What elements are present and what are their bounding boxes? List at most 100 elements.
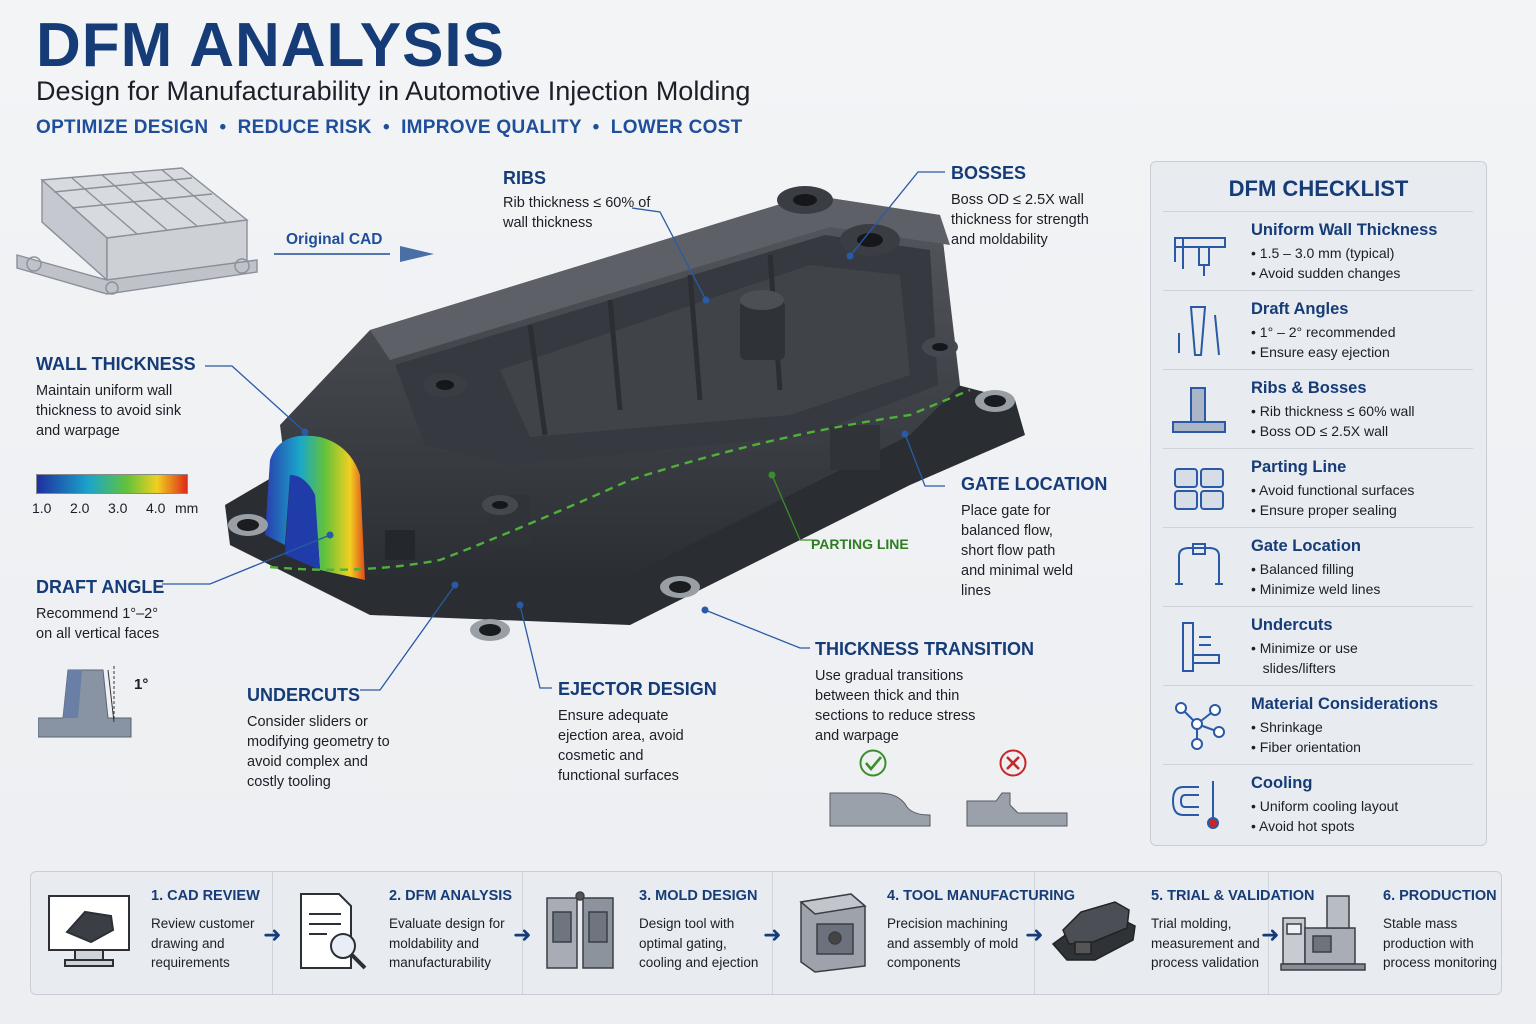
- document-search-icon: [300, 893, 367, 970]
- gate-icon: [1175, 543, 1223, 585]
- process-step-text: Evaluate design for moldability and manu…: [389, 916, 505, 970]
- arrow-right-icon: ➜: [1025, 922, 1044, 947]
- callout-wall-title: WALL THICKNESS: [36, 354, 196, 374]
- rib-icon: [1172, 387, 1226, 433]
- arrow-right-icon: ➜: [1261, 922, 1280, 947]
- tagline: OPTIMIZE DESIGN • REDUCE RISK • IMPROVE …: [36, 117, 743, 138]
- cooling-icon: [1171, 781, 1219, 829]
- undercut-icon: [1182, 622, 1220, 672]
- checklist-item-bullet: • Minimize or use: [1251, 640, 1358, 656]
- process-step-title: 1. CAD REVIEW: [151, 888, 260, 904]
- scale-tick-1: 1.0: [32, 500, 52, 516]
- process-steps-bar: 1. CAD REVIEW Review customer drawing an…: [30, 871, 1502, 995]
- process-step: 2. DFM ANALYSIS Evaluate design for mold…: [273, 872, 531, 994]
- checklist-item-title: Ribs & Bosses: [1251, 379, 1367, 397]
- callout-thickness-transition: THICKNESS TRANSITION Use gradual transit…: [815, 639, 1045, 746]
- checklist-item-bullet: • Avoid sudden changes: [1251, 265, 1401, 281]
- parting-icon: [1174, 468, 1224, 510]
- process-step-title: 5. TRIAL & VALIDATION: [1151, 888, 1315, 904]
- callout-draft-text: Recommend 1°–2° on all vertical faces: [36, 606, 160, 642]
- checklist-item-bullet: • Ensure easy ejection: [1251, 344, 1390, 360]
- gradual-transition-profile: [829, 792, 931, 827]
- callout-gate-title: GATE LOCATION: [961, 474, 1108, 494]
- checklist-item: Undercuts • Minimize or use slides/lifte…: [1163, 606, 1473, 685]
- checklist-item-bullet: slides/lifters: [1251, 660, 1336, 676]
- callout-gate-location: GATE LOCATION Place gate for balanced fl…: [961, 474, 1131, 601]
- checklist-item-bullet: • Minimize weld lines: [1251, 581, 1381, 597]
- machine-icon: [1280, 895, 1366, 971]
- draft-angle-icon: [38, 666, 132, 738]
- checklist-item-title: Undercuts: [1251, 616, 1333, 634]
- callout-ejector-text: Ensure adequate ejection area, avoid cos…: [558, 708, 684, 784]
- arrow-right-icon: [274, 246, 434, 262]
- dfm-checklist-panel: DFM CHECKLIST Uniform Wall Thickness • 1…: [1150, 161, 1487, 846]
- injection-molded-housing-image: [225, 186, 1025, 641]
- checklist-item: Gate Location • Balanced filling • Minim…: [1163, 527, 1473, 606]
- process-step-text: Review customer drawing and requirements: [151, 916, 255, 970]
- original-cad-label: Original CAD: [286, 231, 383, 248]
- callout-gate-text: Place gate for balanced flow, short flow…: [961, 503, 1074, 599]
- page-title: DFM ANALYSIS: [36, 11, 506, 80]
- callout-undercuts-title: UNDERCUTS: [247, 685, 361, 705]
- checklist-item: Draft Angles • 1° – 2° recommended • Ens…: [1163, 290, 1473, 369]
- process-step: 1. CAD REVIEW Review customer drawing an…: [31, 872, 281, 994]
- checklist-item-bullet: • Rib thickness ≤ 60% wall: [1251, 403, 1415, 419]
- checklist-item-bullet: • Avoid hot spots: [1251, 818, 1355, 834]
- checklist-item-bullet: • Shrinkage: [1251, 719, 1323, 735]
- process-step-text: Design tool with optimal gating, cooling…: [639, 916, 759, 970]
- callout-ribs: RIBS Rib thickness ≤ 60% of wall thickne…: [503, 168, 653, 233]
- process-step-text: Trial molding, measurement and process v…: [1151, 916, 1260, 970]
- callout-bosses-title: BOSSES: [951, 163, 1027, 183]
- checklist-item-title: Material Considerations: [1251, 695, 1439, 713]
- arrow-right-icon: ➜: [263, 922, 282, 947]
- callout-ribs-title: RIBS: [503, 168, 547, 188]
- checklist-item: Material Considerations • Shrinkage • Fi…: [1163, 685, 1473, 764]
- process-step-text: Precision machining and assembly of mold…: [887, 916, 1019, 970]
- check-icon: [859, 749, 887, 777]
- page-subtitle: Design for Manufacturability in Automoti…: [36, 76, 751, 106]
- callout-bosses: BOSSES Boss OD ≤ 2.5X wall thickness for…: [951, 163, 1101, 250]
- process-step-title: 2. DFM ANALYSIS: [389, 888, 513, 904]
- checklist-title: DFM CHECKLIST: [1228, 176, 1409, 201]
- callout-transition-title: THICKNESS TRANSITION: [815, 639, 1035, 659]
- abrupt-transition-profile: [966, 792, 1068, 827]
- molecule-icon: [1175, 702, 1225, 750]
- checklist-item: Uniform Wall Thickness • 1.5 – 3.0 mm (t…: [1163, 211, 1473, 290]
- checklist-item-title: Gate Location: [1251, 537, 1362, 555]
- callout-bosses-text: Boss OD ≤ 2.5X wall thickness for streng…: [951, 192, 1089, 248]
- checklist-item-bullet: • Ensure proper sealing: [1251, 502, 1397, 518]
- callout-ribs-text: Rib thickness ≤ 60% of wall thickness: [503, 195, 651, 231]
- checklist-item-bullet: • Uniform cooling layout: [1251, 798, 1399, 814]
- process-step: 5. TRIAL & VALIDATION Trial molding, mea…: [1035, 872, 1315, 994]
- checklist-item-bullet: • Avoid functional surfaces: [1251, 482, 1415, 498]
- checklist-item-title: Parting Line: [1251, 458, 1347, 476]
- checklist-item-bullet: • 1.5 – 3.0 mm (typical): [1251, 245, 1395, 261]
- checklist-item-bullet: • Balanced filling: [1251, 561, 1354, 577]
- checklist-item: Ribs & Bosses • Rib thickness ≤ 60% wall…: [1163, 369, 1473, 448]
- checklist-item: Cooling • Uniform cooling layout • Avoid…: [1163, 764, 1473, 843]
- checklist-item: Parting Line • Avoid functional surfaces…: [1163, 448, 1473, 527]
- process-step: 6. PRODUCTION Stable mass production wit…: [1269, 872, 1501, 994]
- process-step-text: Stable mass production with process moni…: [1383, 916, 1498, 970]
- tool-block-icon: [799, 893, 867, 973]
- mold-icon: [546, 891, 614, 969]
- callout-wall-text: Maintain uniform wall thickness to avoid…: [36, 383, 182, 439]
- part-icon: [1051, 901, 1136, 961]
- callout-undercuts-text: Consider sliders or modifying geometry t…: [247, 714, 390, 790]
- callout-ejector-title: EJECTOR DESIGN: [558, 679, 717, 699]
- callout-undercuts: UNDERCUTS Consider sliders or modifying …: [247, 685, 407, 792]
- draft-angle-label: 1°: [134, 676, 149, 693]
- scale-tick-2: 2.0: [70, 500, 90, 516]
- process-step-title: 6. PRODUCTION: [1383, 888, 1497, 904]
- checklist-item-bullet: • 1° – 2° recommended: [1251, 324, 1396, 340]
- checklist-item-bullet: • Fiber orientation: [1251, 739, 1361, 755]
- checklist-item-bullet: • Boss OD ≤ 2.5X wall: [1251, 423, 1389, 439]
- checklist-item-title: Draft Angles: [1251, 300, 1349, 318]
- monitor-icon: [48, 895, 130, 967]
- draft-icon: [1178, 306, 1220, 356]
- checklist-item-title: Uniform Wall Thickness: [1251, 221, 1438, 239]
- x-icon: [999, 749, 1027, 777]
- caliper-icon: [1174, 237, 1226, 276]
- arrow-right-icon: ➜: [513, 922, 532, 947]
- process-step: 4. TOOL MANUFACTURING Precision machinin…: [773, 872, 1075, 994]
